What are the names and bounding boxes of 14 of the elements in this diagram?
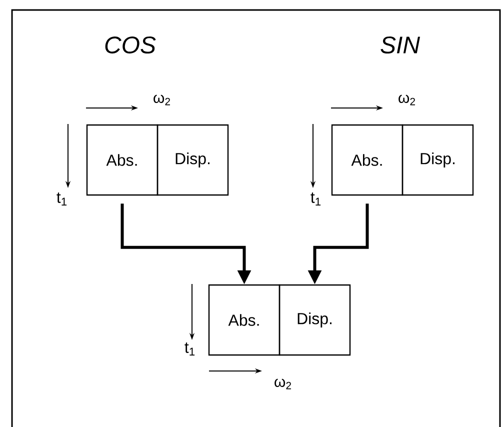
cell-box: Disp.	[402, 124, 474, 196]
heading: SIN	[380, 36, 420, 54]
axis-label: ω$_{2}$	[398, 94, 415, 106]
cell-box: Disp.	[278, 284, 351, 356]
axis-label: ω$_{2}$	[274, 378, 291, 390]
heading: COS	[105, 36, 156, 54]
axis-label: t$_{1}$	[56, 192, 67, 206]
axis-label: t$_{1}$	[184, 342, 195, 356]
cell-box: Abs.	[208, 284, 280, 356]
cell-box: Abs.	[86, 124, 158, 196]
axis-label: ω$_{2}$	[154, 94, 170, 106]
axis-label: t$_{1}$	[310, 192, 321, 206]
cell-box: Abs.	[331, 124, 404, 196]
cell-box: Disp.	[156, 124, 229, 196]
